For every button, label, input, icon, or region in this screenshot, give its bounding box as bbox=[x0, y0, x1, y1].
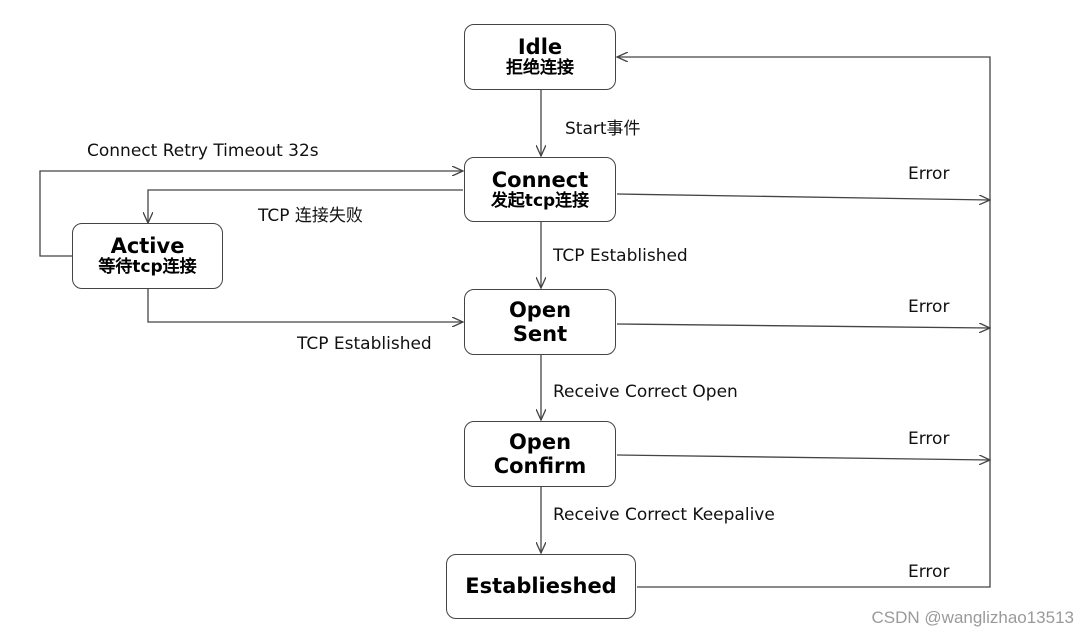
state-active-desc: 等待tcp连接 bbox=[98, 257, 197, 278]
label-receive-keepalive: Receive Correct Keepalive bbox=[553, 505, 775, 525]
label-tcp-established-connect: TCP Established bbox=[553, 246, 688, 266]
label-start: Start事件 bbox=[565, 119, 641, 139]
label-error-open-confirm: Error bbox=[908, 429, 950, 449]
state-open-sent-name: Open bbox=[508, 297, 572, 322]
watermark: CSDN @wanglizhao13513 bbox=[871, 608, 1074, 627]
state-open-confirm-name: Open bbox=[508, 429, 572, 454]
label-error-established: Error bbox=[908, 562, 950, 582]
label-tcp-established-active: TCP Established bbox=[297, 334, 432, 354]
label-receive-open: Receive Correct Open bbox=[553, 382, 738, 402]
edge-connect-to-active-fail bbox=[148, 189, 463, 223]
state-connect-name: Connect bbox=[491, 167, 589, 192]
state-connect: Connect 发起tcp连接 bbox=[464, 157, 616, 222]
state-open-sent: Open Sent bbox=[464, 289, 616, 355]
state-idle-name: Idle bbox=[517, 35, 563, 60]
state-open-confirm: Open Confirm bbox=[464, 421, 616, 487]
state-open-sent-desc: Sent bbox=[512, 322, 568, 346]
state-idle-desc: 拒绝连接 bbox=[506, 58, 574, 79]
edge-active-to-connect-retry bbox=[39, 171, 463, 257]
state-idle: Idle 拒绝连接 bbox=[464, 24, 616, 90]
state-connect-desc: 发起tcp连接 bbox=[490, 190, 590, 211]
state-active-name: Active bbox=[110, 234, 185, 259]
edge-connect-error bbox=[616, 193, 990, 200]
state-established-name: Establieshed bbox=[465, 574, 617, 599]
label-error-connect: Error bbox=[908, 164, 950, 184]
state-established: Establieshed bbox=[446, 554, 636, 619]
edge-open-sent-error bbox=[616, 324, 990, 328]
edge-open-confirm-error bbox=[616, 454, 990, 460]
state-open-confirm-desc: Confirm bbox=[493, 454, 587, 478]
edge-established-error bbox=[617, 57, 991, 588]
label-retry-timeout: Connect Retry Timeout 32s bbox=[87, 141, 319, 161]
edge-active-to-open-sent bbox=[147, 289, 463, 322]
state-active: Active 等待tcp连接 bbox=[72, 223, 223, 289]
label-error-open-sent: Error bbox=[908, 297, 950, 317]
label-tcp-fail: TCP 连接失败 bbox=[258, 206, 363, 226]
